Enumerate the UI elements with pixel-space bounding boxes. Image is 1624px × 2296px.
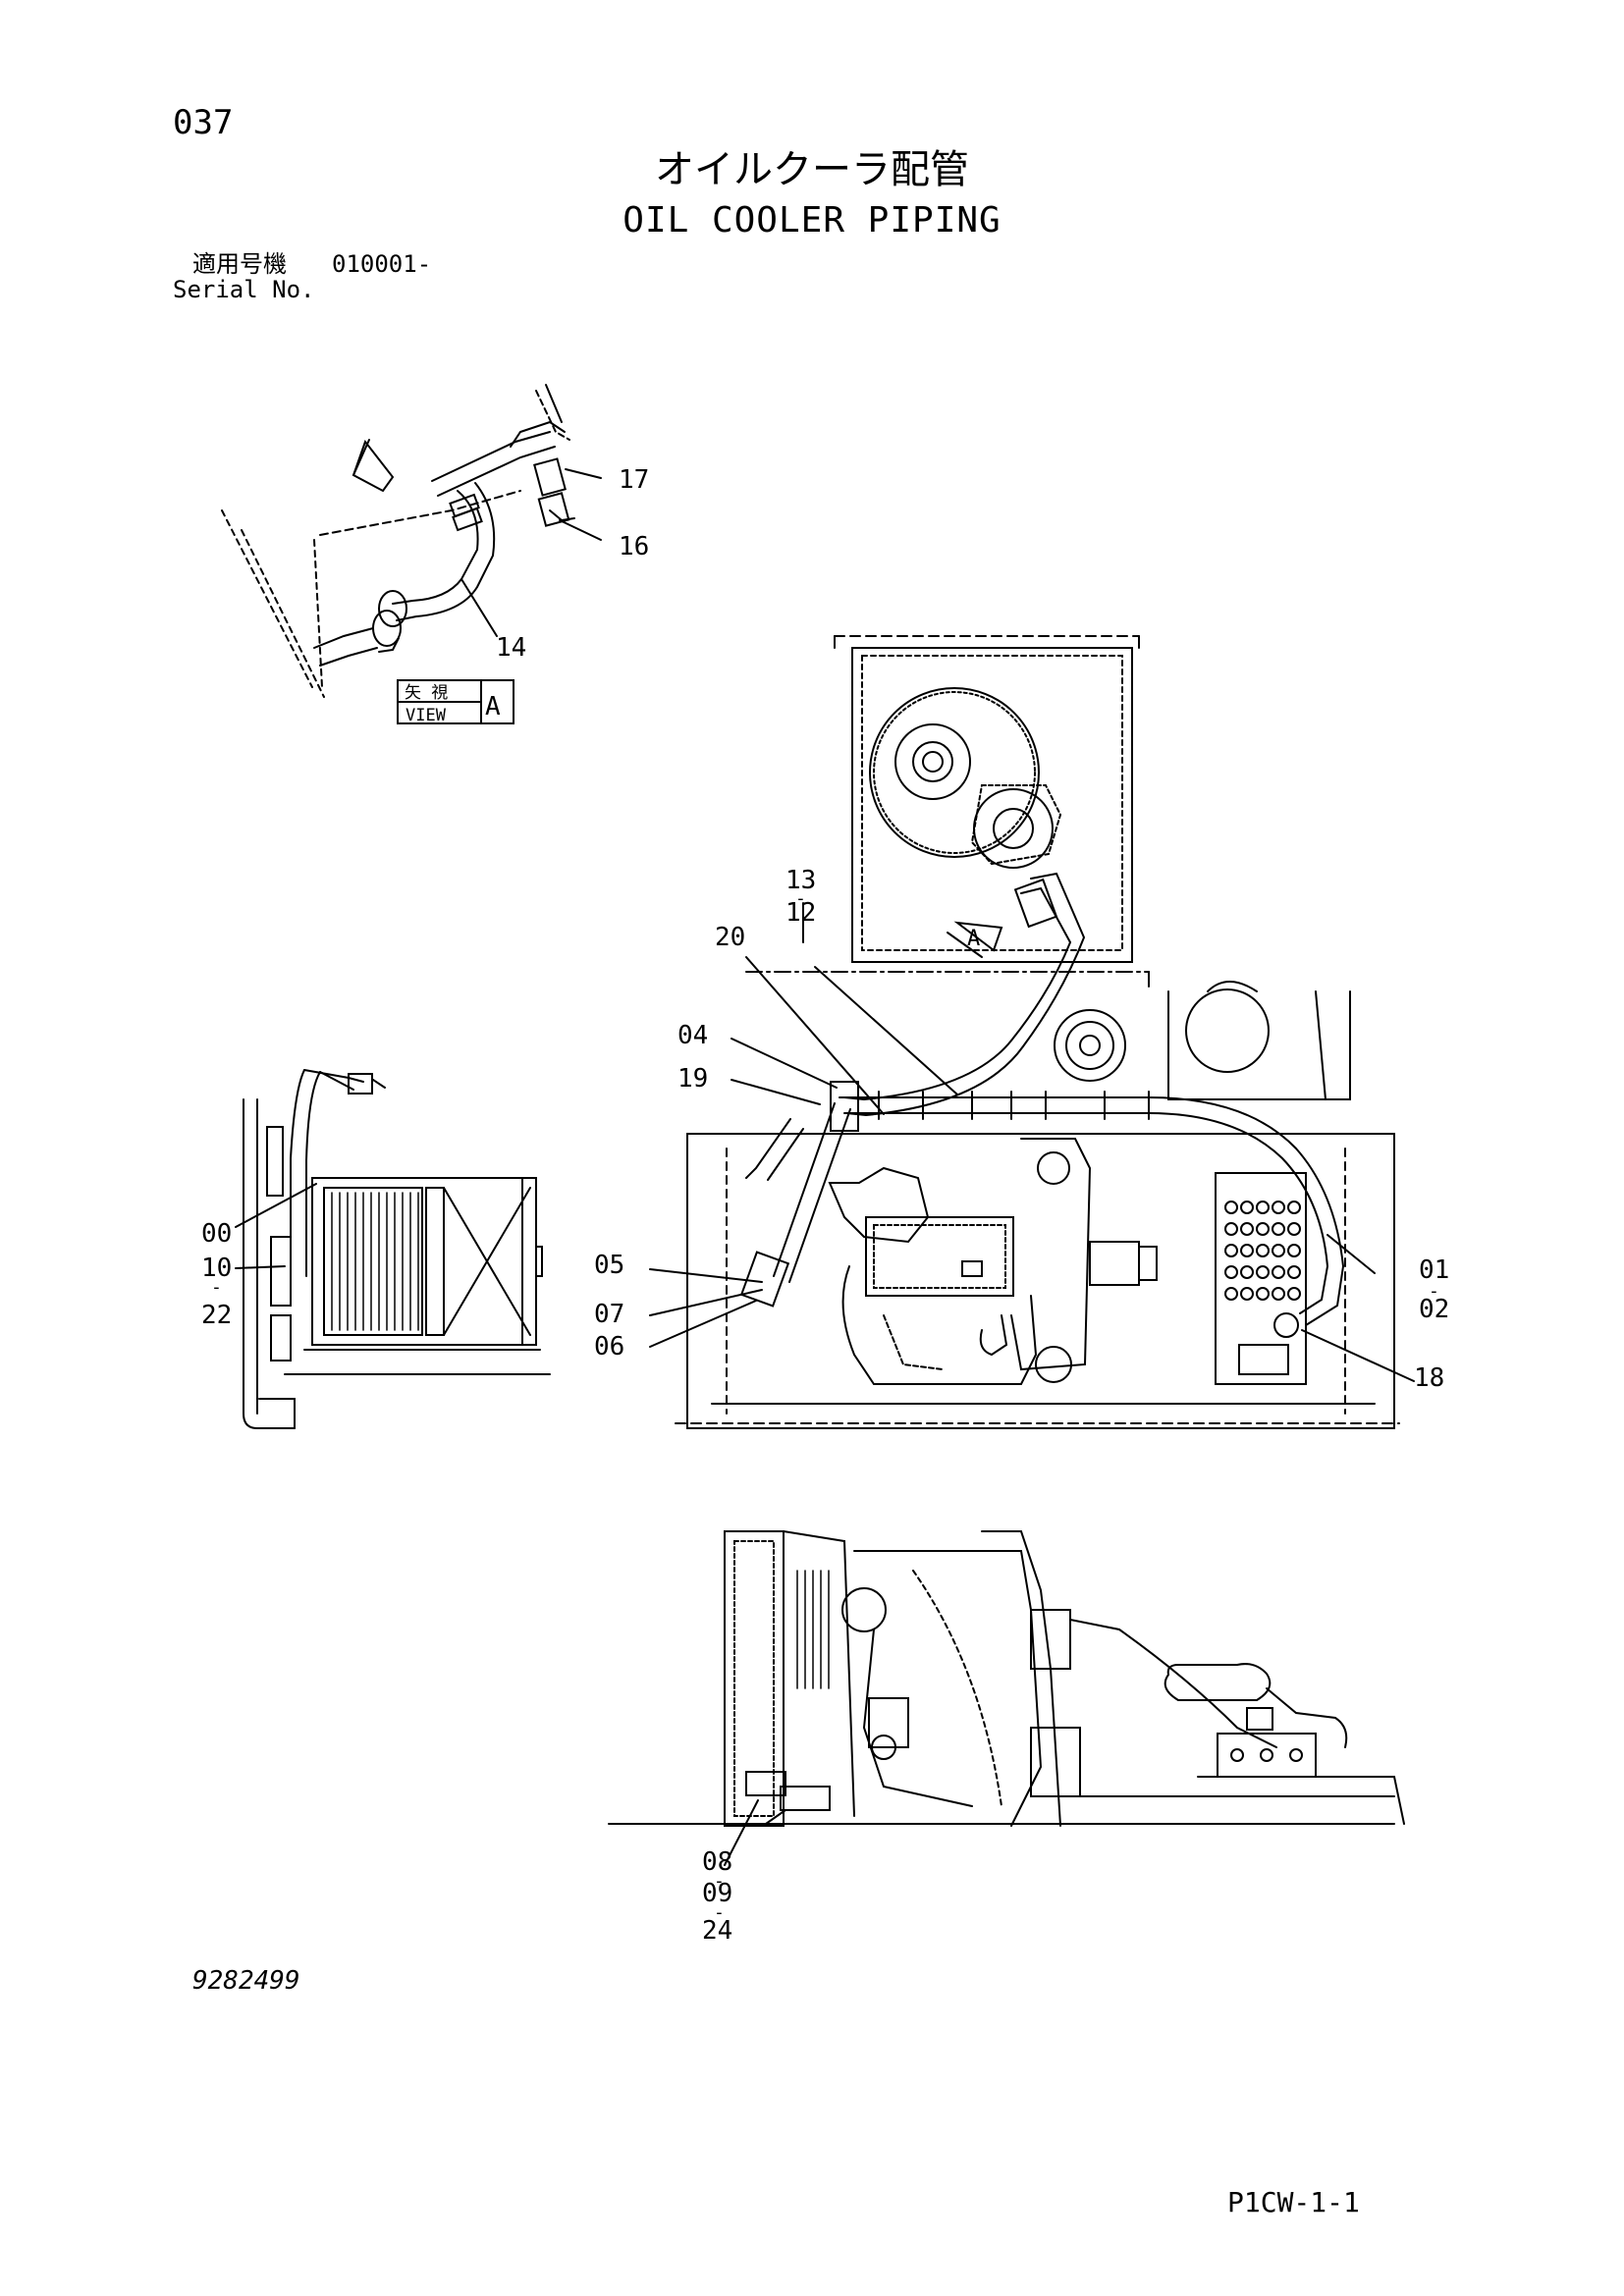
callout-13: 13 (785, 866, 816, 895)
callout-12: 12 (785, 898, 816, 928)
drawing-number: 9282499 (192, 1966, 300, 1996)
view-a-label-box: 矢 視 VIEW A (397, 679, 514, 725)
callout-16: 16 (619, 532, 649, 561)
title-english: OIL COOLER PIPING (623, 200, 1001, 240)
oil-cooler-leaders (235, 1183, 317, 1269)
view-marker-letter: A (967, 927, 980, 951)
view-label-japanese: 矢 視 (405, 683, 448, 703)
plan-view-callouts: 13 12 20 04 19 05 07 06 01 02 18 - - (594, 866, 1449, 1393)
svg-text:-: - (714, 1902, 725, 1923)
svg-text:-: - (714, 1871, 725, 1892)
callout-08: 08 (702, 1847, 732, 1877)
callout-05: 05 (594, 1251, 624, 1280)
view-label-letter: A (485, 692, 501, 721)
callout-02: 02 (1419, 1295, 1449, 1324)
callout-19: 19 (677, 1064, 708, 1094)
oil-cooler-view (243, 1069, 551, 1429)
title-japanese: オイルクーラ配管 (655, 147, 969, 192)
view-a-callouts: 17 16 14 (496, 465, 649, 663)
side-elevation-callouts: 08 - 09 - 24 (702, 1847, 732, 1946)
callout-18: 18 (1414, 1363, 1444, 1393)
serial-value: 010001- (332, 250, 432, 278)
callout-07: 07 (594, 1300, 624, 1329)
engine-plan-view: A (675, 635, 1400, 1429)
callout-22: 22 (201, 1301, 232, 1330)
side-elevation-leaders (724, 1799, 759, 1866)
callout-09: 09 (702, 1879, 732, 1908)
plan-view-leaders (649, 902, 1415, 1382)
callout-14: 14 (496, 633, 526, 663)
page-number: 037 (173, 103, 234, 142)
callout-06: 06 (594, 1332, 624, 1362)
serial-label-japanese: 適用号機 (192, 250, 287, 278)
callout-01: 01 (1419, 1255, 1449, 1285)
callout-04: 04 (677, 1021, 708, 1050)
svg-text:-: - (211, 1277, 222, 1298)
callout-20: 20 (715, 923, 745, 952)
side-elevation-view (608, 1530, 1405, 1827)
serial-label-english: Serial No. (173, 276, 315, 303)
view-a-detail (221, 384, 602, 698)
oil-cooler-callouts: 00 10 - 22 (201, 1219, 232, 1330)
view-label-english: VIEW (406, 706, 447, 725)
callout-00: 00 (201, 1219, 232, 1249)
callout-10: 10 (201, 1254, 232, 1283)
callout-24: 24 (702, 1916, 732, 1946)
svg-text:-: - (1429, 1281, 1439, 1302)
svg-text:-: - (795, 888, 806, 909)
sheet-code: P1CW-1-1 (1227, 2186, 1360, 2218)
callout-17: 17 (619, 465, 649, 495)
